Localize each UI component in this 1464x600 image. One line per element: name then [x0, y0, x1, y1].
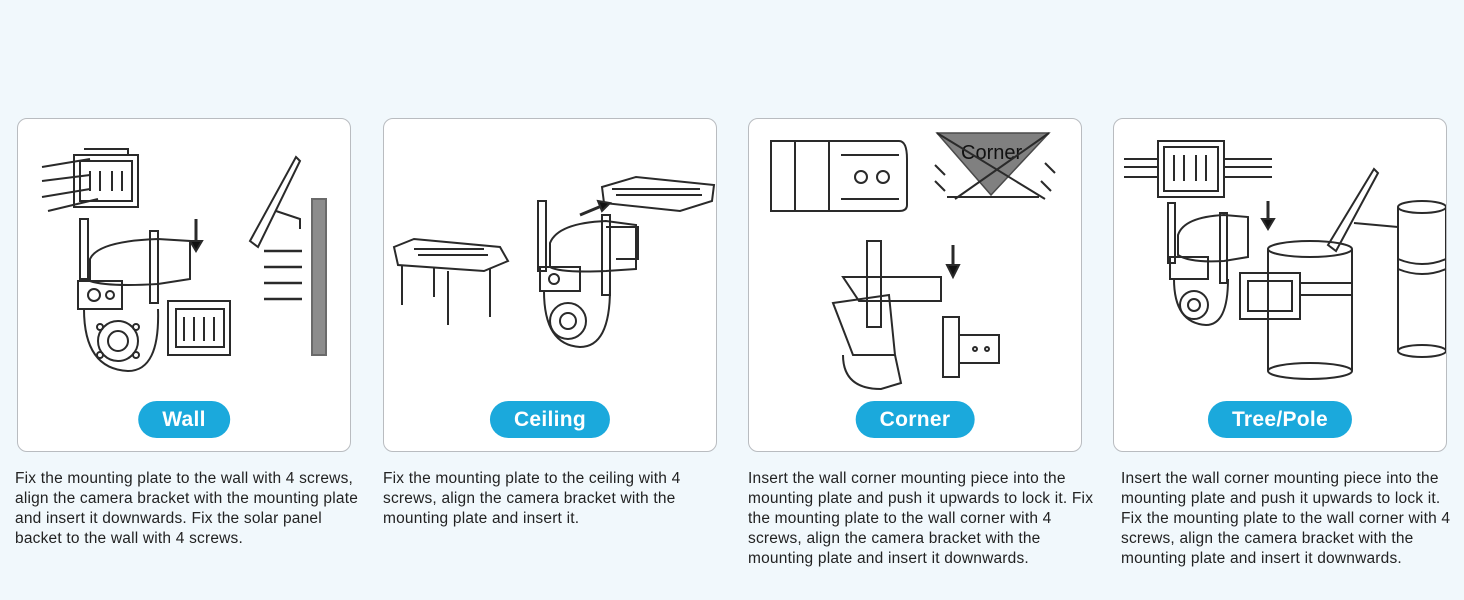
corner-triangle-shape — [935, 132, 1051, 197]
corner-description: Insert the wall corner mounting piece in… — [748, 470, 1094, 567]
pole-mount-illustration — [1124, 140, 1446, 380]
wall-label-badge: Wall — [138, 401, 230, 438]
pole-card: Tree/Pole — [1113, 118, 1447, 452]
corner-illustration-label: Corner — [961, 142, 1022, 164]
wall-card: Wall — [17, 118, 351, 452]
ceiling-label-badge: Ceiling — [489, 401, 611, 438]
wall-description: Fix the mounting plate to the wall with … — [15, 470, 359, 547]
ceiling-description: Fix the mounting plate to the ceiling wi… — [383, 470, 681, 527]
corner-card: Corner Corner — [748, 118, 1082, 452]
ceiling-mount-illustration — [392, 175, 716, 349]
ceiling-card: Ceiling — [383, 118, 717, 452]
wall-mount-illustration — [41, 148, 327, 373]
corner-label-badge: Corner — [855, 401, 975, 438]
pole-description: Insert the wall corner mounting piece in… — [1121, 470, 1451, 567]
pole-label-badge: Tree/Pole — [1207, 401, 1353, 438]
corner-mount-illustration: Corner — [770, 132, 1056, 391]
